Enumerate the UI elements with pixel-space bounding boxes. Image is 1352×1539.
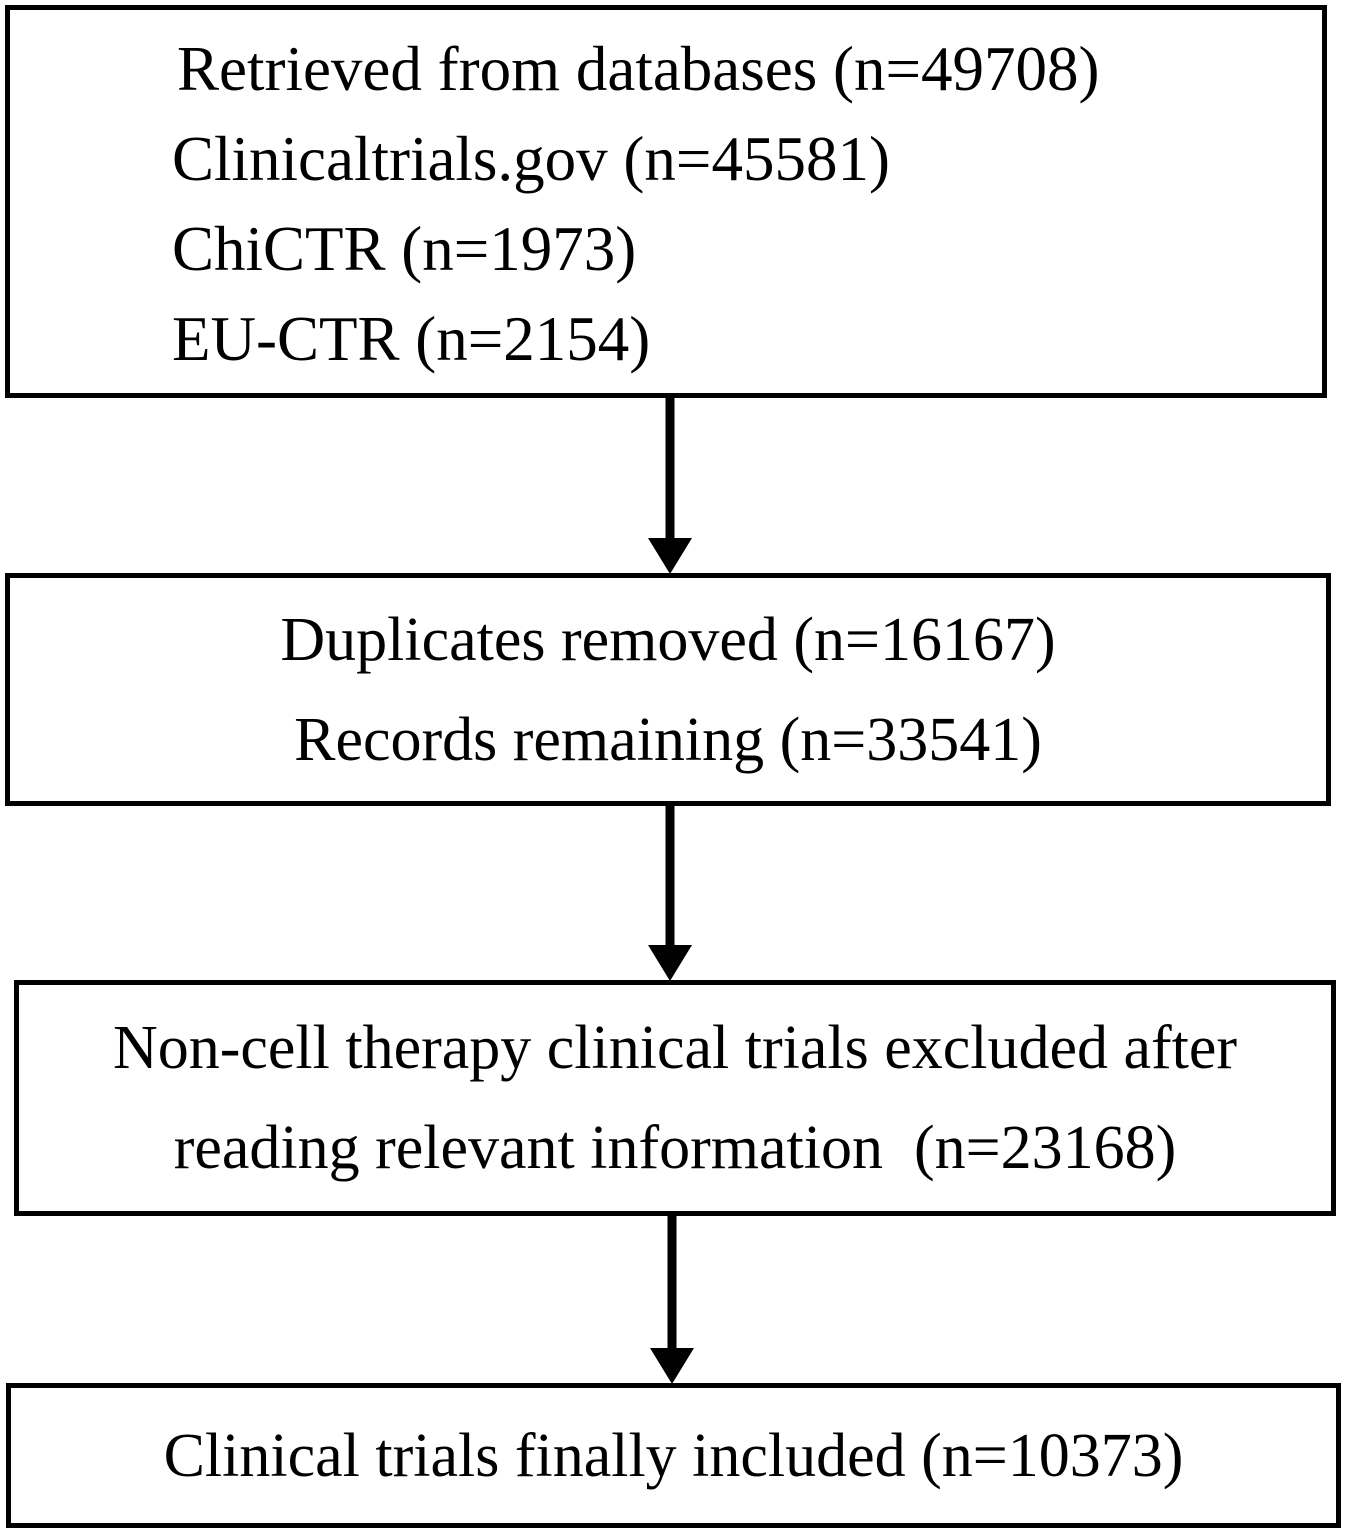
flow-arrow-excluded-to-included (642, 1216, 702, 1384)
arrow-down-icon (650, 1216, 694, 1384)
arrow-down-icon (648, 806, 692, 981)
node-sources-line-4: EU-CTR (n=2154) (172, 303, 651, 374)
node-included-line-1: Clinical trials finally included (n=1037… (163, 1421, 1184, 1490)
node-sources-text: Retrieved from databases (n=49708) Clini… (10, 24, 1322, 384)
node-duplicates-line-2: Records remaining (n=33541) (294, 705, 1042, 774)
flow-arrow-duplicates-to-excluded (640, 806, 700, 981)
flow-node-duplicates: Duplicates removed (n=16167) Records rem… (5, 573, 1331, 806)
node-sources-line-2: Clinicaltrials.gov (n=45581) (172, 123, 890, 194)
node-excluded-line-1: Non-cell therapy clinical trials exclude… (112, 1014, 1238, 1082)
flow-node-included: Clinical trials finally included (n=1037… (6, 1383, 1341, 1528)
flow-node-sources: Retrieved from databases (n=49708) Clini… (5, 5, 1327, 398)
node-excluded-line-2: reading relevant information (n=23168) (173, 1114, 1177, 1182)
node-sources-line-1: Retrieved from databases (n=49708) (177, 33, 1100, 104)
node-duplicates-text: Duplicates removed (n=16167) Records rem… (10, 590, 1326, 790)
node-sources-line-3: ChiCTR (n=1973) (172, 213, 637, 284)
flow-arrow-sources-to-duplicates (640, 398, 700, 574)
flow-node-excluded: Non-cell therapy clinical trials exclude… (14, 980, 1336, 1216)
node-included-text: Clinical trials finally included (n=1037… (11, 1411, 1336, 1501)
node-excluded-text: Non-cell therapy clinical trials exclude… (19, 998, 1331, 1198)
arrow-down-icon (648, 398, 692, 574)
node-duplicates-line-1: Duplicates removed (n=16167) (280, 605, 1056, 674)
